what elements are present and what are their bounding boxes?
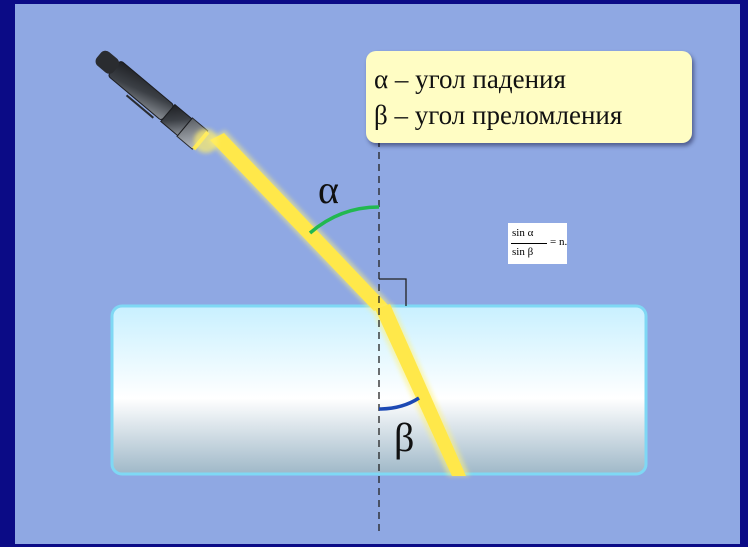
legend-alpha: α – угол падения: [374, 64, 566, 94]
fraction-bar: [511, 243, 547, 244]
refracted-beam: [375, 304, 466, 476]
legend-beta: β – угол преломления: [374, 100, 623, 130]
beta-label: β: [394, 415, 415, 460]
formula-numerator: sin α: [512, 227, 534, 239]
beta-arc: [378, 396, 420, 411]
right-angle-marker: [379, 278, 407, 306]
formula-rhs: = n.: [550, 236, 568, 248]
lamp-glow: [194, 129, 218, 153]
legend-box: α – угол падения β – угол преломления: [366, 51, 692, 143]
incident-beam: [210, 133, 388, 311]
alpha-arc: [308, 205, 380, 235]
alpha-label: α: [318, 167, 339, 212]
formula-denominator: sin β: [512, 246, 534, 258]
glass-slab: [110, 304, 648, 476]
snell-formula: sin α sin β = n.: [508, 223, 567, 264]
